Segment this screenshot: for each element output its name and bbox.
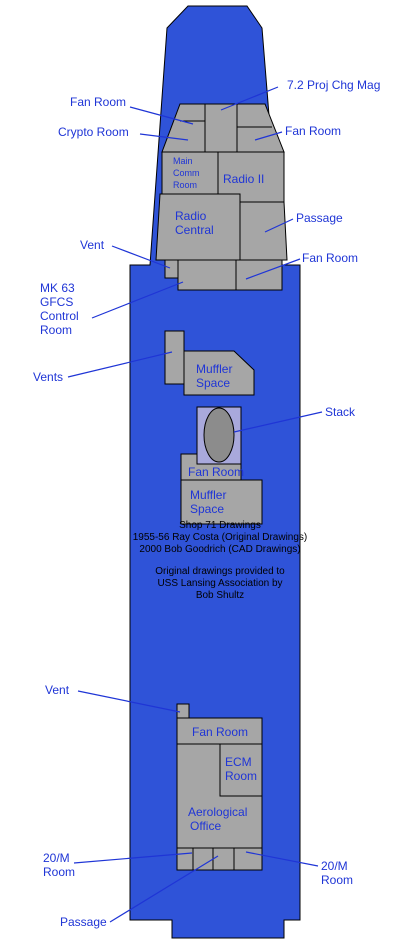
label-20m-left-1: 20/M [43, 851, 70, 865]
label-muffler-1a: Muffler [196, 362, 232, 376]
label-fan-room-mr: Fan Room [302, 251, 358, 265]
label-muffler-2b: Space [190, 502, 224, 516]
label-vent-lower: Vent [45, 683, 70, 697]
label-ecm-2: Room [225, 769, 257, 783]
label-main-comm-3: Room [173, 180, 197, 190]
room-fan-strip [177, 259, 283, 291]
label-radio-ii: Radio II [223, 172, 264, 186]
label-mk63-3: Control [40, 309, 79, 323]
label-muffler-2a: Muffler [190, 488, 226, 502]
label-mk63-4: Room [40, 323, 72, 337]
stack [203, 407, 235, 463]
label-main-comm-2: Comm [173, 168, 200, 178]
label-aero-1: Aerological [188, 805, 247, 819]
room-vent-upper [164, 259, 179, 279]
label-main-comm-1: Main [173, 156, 193, 166]
credit-line-4: Original drawings provided to [155, 566, 285, 577]
label-vents: Vents [33, 370, 63, 384]
label-radio-central-2: Central [175, 223, 214, 237]
label-fan-room-lower: Fan Room [192, 725, 248, 739]
credit-line-5: USS Lansing Association by [157, 578, 282, 589]
label-passage-lower: Passage [60, 915, 107, 929]
label-vent-upper: Vent [80, 238, 105, 252]
label-muffler-1b: Space [196, 376, 230, 390]
label-fan-room-ur: Fan Room [285, 124, 341, 138]
label-20m-right-1: 20/M [321, 859, 348, 873]
label-stack: Stack [325, 405, 356, 419]
room-passage-upper [239, 201, 288, 261]
label-20m-left-2: Room [43, 865, 75, 879]
room-ecm [219, 743, 263, 797]
label-passage-upper: Passage [296, 211, 343, 225]
credit-line-2: 1955-56 Ray Costa (Original Drawings) [133, 532, 308, 543]
room-block-fan-mag [161, 103, 285, 153]
label-mk63-1: MK 63 [40, 281, 75, 295]
label-ecm-1: ECM [225, 755, 252, 769]
credit-line-1: Shop 71 Drawings [179, 520, 261, 531]
label-radio-central-1: Radio [175, 209, 207, 223]
label-mk63-2: GFCS [40, 295, 73, 309]
label-proj-chg-mag: 7.2 Proj Chg Mag [287, 78, 380, 92]
label-fan-room-stack: Fan Room [188, 465, 244, 479]
room-vents [164, 330, 255, 396]
label-20m-right-2: Room [321, 873, 353, 887]
room-vent-lower [176, 703, 190, 719]
room-fan-lower [176, 717, 263, 745]
credit-line-3: 2000 Bob Goodrich (CAD Drawings) [139, 544, 300, 555]
credit-line-6: Bob Shultz [196, 590, 244, 601]
label-fan-room-ul: Fan Room [70, 95, 126, 109]
label-crypto-room: Crypto Room [58, 125, 129, 139]
label-aero-2: Office [190, 819, 221, 833]
